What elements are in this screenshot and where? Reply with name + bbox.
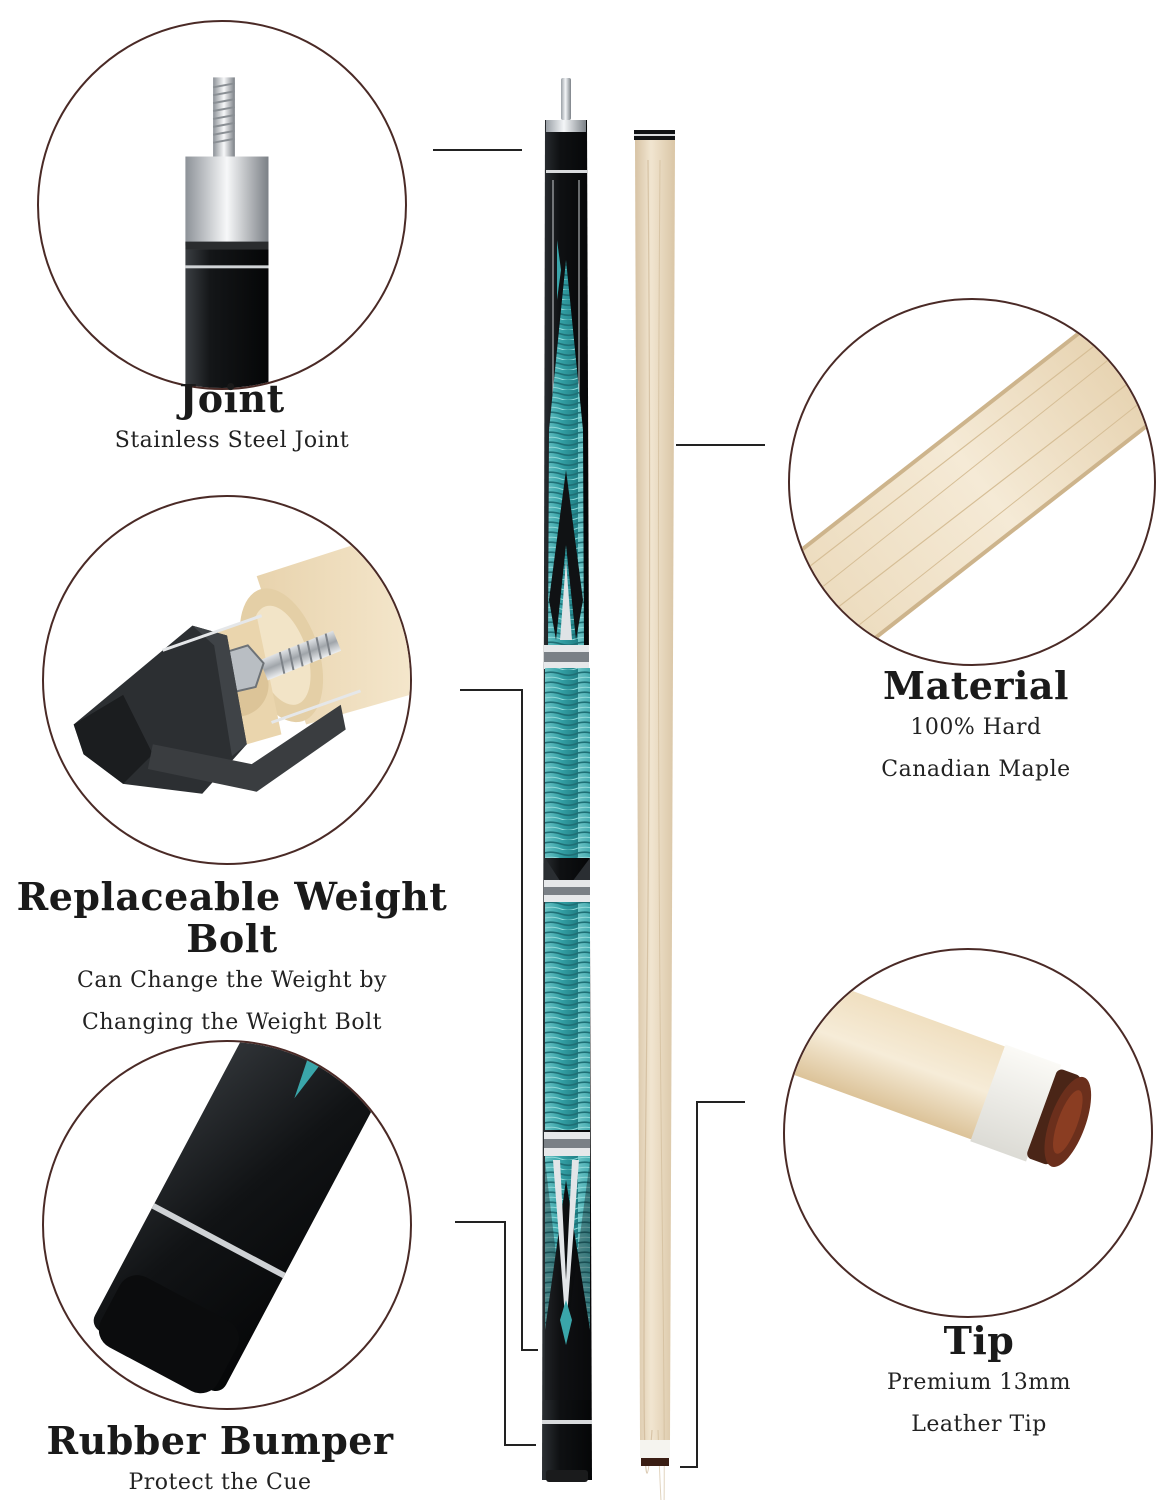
shaft-body	[635, 140, 675, 1440]
joint-title: Joint	[179, 376, 285, 421]
joint-caption: Joint Stainless Steel Joint	[37, 378, 427, 462]
leader-bumper	[455, 1221, 536, 1446]
bumper-detail-image	[93, 1042, 393, 1394]
weight-bolt-desc-line-1: Can Change the Weight by	[77, 967, 387, 993]
tip-title: Tip	[943, 1318, 1015, 1363]
bumper-desc-line-1: Protect the Cue	[128, 1469, 312, 1495]
weight-bolt-detail-image	[73, 526, 410, 794]
weight-bolt-desc-line-2: Changing the Weight Bolt	[82, 1009, 382, 1035]
bumper-caption: Rubber Bumper Protect the Cue	[20, 1420, 420, 1504]
tip-desc-line-1: Premium 13mm	[887, 1369, 1071, 1395]
tip-desc-line-2: Leather Tip	[911, 1411, 1047, 1437]
joint-detail-image	[185, 77, 269, 388]
bumper-title: Rubber Bumper	[46, 1418, 394, 1463]
butt-bumper	[546, 1470, 588, 1482]
leader-weight-bolt	[460, 689, 538, 1351]
material-desc-line-2: Canadian Maple	[881, 756, 1071, 782]
handle-wrap	[545, 668, 590, 858]
bumper-detail-circle	[42, 1040, 412, 1410]
shaft-ferrule	[640, 1440, 670, 1458]
material-desc-line-1: 100% Hard	[910, 714, 1042, 740]
joint-detail-circle	[37, 20, 407, 390]
material-title: Material	[883, 663, 1069, 708]
leader-tip	[680, 1101, 745, 1468]
tip-caption: Tip Premium 13mm Leather Tip	[790, 1320, 1163, 1446]
joint-desc-line-1: Stainless Steel Joint	[114, 427, 350, 453]
tip-detail-circle	[783, 948, 1153, 1318]
tip-detail-image	[785, 975, 1092, 1167]
material-detail-image	[790, 300, 1154, 664]
weight-bolt-detail-circle	[42, 495, 412, 865]
weight-bolt-title: Replaceable Weight Bolt	[16, 874, 448, 961]
material-detail-circle	[788, 298, 1156, 666]
shaft-tip	[641, 1458, 669, 1466]
weight-bolt-caption: Replaceable Weight Bolt Can Change the W…	[0, 876, 464, 1044]
joint-pin	[561, 78, 571, 120]
material-caption: Material 100% Hard Canadian Maple	[790, 665, 1162, 791]
